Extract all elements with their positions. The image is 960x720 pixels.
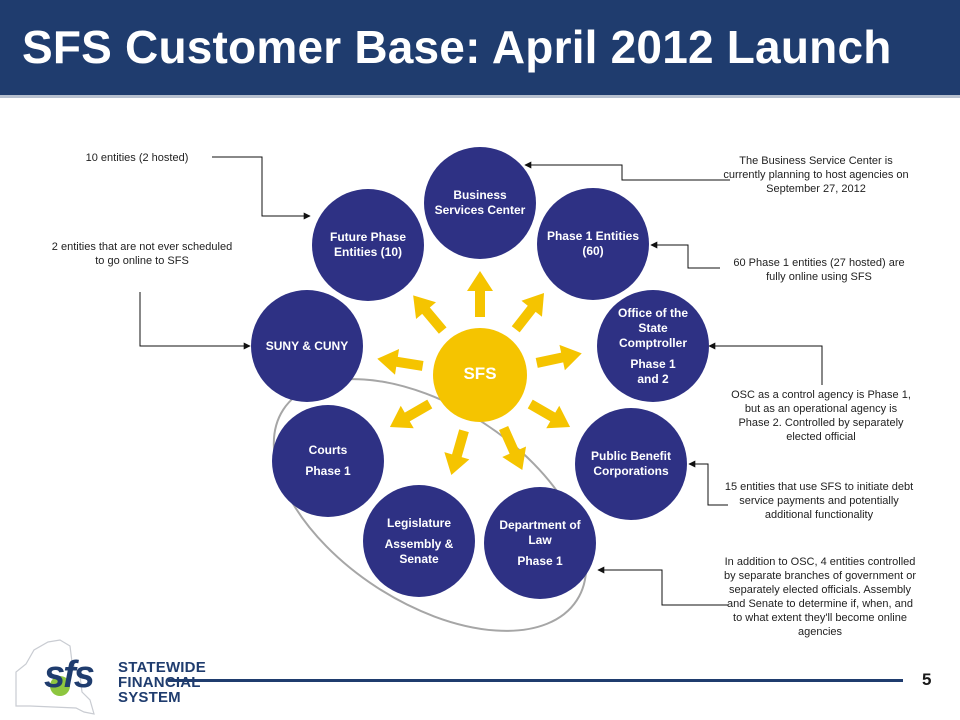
- node-office-state-comptroller-label: Office of the State Comptroller: [617, 305, 688, 350]
- node-phase1-entities-label: Phase 1 Entities (60): [546, 229, 640, 258]
- arrow-up-icon: [467, 271, 493, 317]
- node-department-of-law-label: Department of Law: [499, 517, 581, 547]
- arrow-left-icon: [377, 349, 424, 375]
- node-business-services-center: Business Services Center: [426, 149, 534, 257]
- connector-law: [597, 566, 728, 606]
- node-office-state-comptroller: Office of the State Comptroller Phase 1 …: [599, 292, 707, 400]
- node-courts-phase: Phase 1: [305, 464, 351, 478]
- circle-courts: [272, 405, 384, 517]
- circle-suny-cuny: [251, 290, 363, 402]
- connector-pbc: [688, 460, 728, 506]
- sfs-logo-word: sfs: [44, 654, 95, 696]
- logo-text-line2: FINANCIAL: [118, 674, 201, 691]
- connector-phase1: [650, 241, 720, 269]
- node-legislature-chambers: Assembly & Senate: [384, 536, 454, 566]
- circle-phase1-entities: [537, 188, 649, 300]
- connector-suny: [139, 292, 251, 350]
- statewide-financial-system-logo-text: STATEWIDE FINANCIAL SYSTEM: [118, 660, 206, 705]
- arrow-upper-right-icon: [511, 293, 545, 333]
- node-future-phase-entities: Future Phase Entities (10): [314, 191, 422, 299]
- sfs-center-circle: [433, 328, 527, 422]
- logo-text-line1: STATEWIDE: [118, 659, 206, 676]
- logo-text-line3: SYSTEM: [118, 689, 181, 706]
- footer-rule: [168, 679, 903, 682]
- page-number: 5: [922, 670, 932, 689]
- note-public-benefit-corporations: 15 entities that use SFS to initiate deb…: [724, 481, 914, 521]
- sfs-center-label: SFS: [463, 364, 497, 383]
- connector-osc: [708, 342, 823, 385]
- connector-bsc: [524, 161, 730, 181]
- grouping-ellipse: [272, 378, 588, 632]
- entity-circles: [251, 147, 709, 599]
- arrow-upper-left-icon: [413, 295, 447, 334]
- arrow-lower-left-icon: [389, 399, 433, 429]
- circle-legislature: [363, 485, 475, 597]
- circle-business-services-center: [424, 147, 536, 259]
- node-suny-cuny: SUNY & CUNY: [253, 292, 361, 400]
- node-department-of-law: Department of Law Phase 1: [486, 489, 594, 597]
- node-public-benefit-corporations: Public Benefit Corporations: [577, 410, 685, 518]
- note-phase1-entities: 60 Phase 1 entities (27 hosted) are full…: [733, 257, 905, 283]
- circle-future-phase-entities: [312, 189, 424, 301]
- note-future-phase: 10 entities (2 hosted): [85, 152, 189, 164]
- node-department-of-law-phase: Phase 1: [517, 553, 563, 568]
- new-york-state-outline-icon: [15, 639, 95, 715]
- radial-arrows: [377, 271, 582, 475]
- node-phase1-entities: Phase 1 Entities (60): [539, 190, 647, 298]
- connector-future: [212, 156, 311, 220]
- arrow-lower-right-icon: [527, 399, 571, 429]
- node-business-services-center-label: Business Services Center: [434, 188, 526, 217]
- note-suny-cuny: 2 entities that are not ever scheduled t…: [51, 241, 233, 267]
- node-legislature: Legislature Assembly & Senate: [365, 487, 473, 595]
- node-legislature-label: Legislature: [386, 515, 452, 530]
- note-office-state-comptroller: OSC as a control agency is Phase 1, but …: [731, 389, 911, 443]
- page-title: SFS Customer Base: April 2012 Launch: [22, 21, 892, 73]
- node-public-benefit-corporations-label: Public Benefit Corporations: [590, 449, 671, 478]
- arrow-right-icon: [535, 344, 582, 371]
- note-department-of-law: In addition to OSC, 4 entities controlle…: [724, 556, 917, 638]
- node-courts-label: Courts: [308, 443, 348, 457]
- title-banner: SFS Customer Base: April 2012 Launch: [0, 0, 960, 98]
- circle-public-benefit-corporations: [575, 408, 687, 520]
- node-office-state-comptroller-phase: Phase 1 and 2: [630, 356, 676, 386]
- arrow-down-right-icon: [499, 425, 527, 471]
- node-suny-cuny-label: SUNY & CUNY: [265, 338, 349, 353]
- circle-department-of-law: [484, 487, 596, 599]
- arrow-down-left-icon: [444, 429, 470, 475]
- logo-swoosh-icon: [50, 676, 70, 696]
- node-courts: Courts Phase 1: [274, 407, 382, 515]
- circle-office-state-comptroller: [597, 290, 709, 402]
- note-business-services-center: The Business Service Center is currently…: [723, 155, 909, 195]
- node-future-phase-entities-label: Future Phase Entities (10): [329, 230, 407, 259]
